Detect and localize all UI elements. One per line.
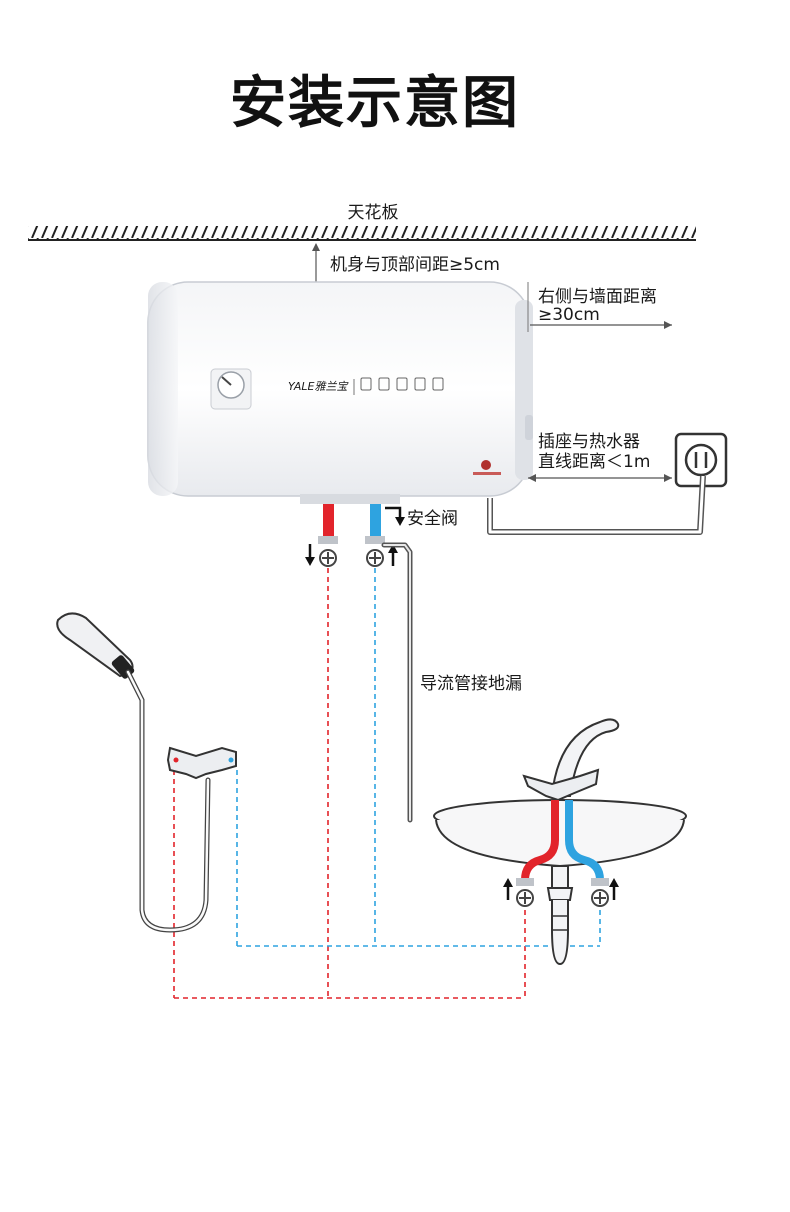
socket-label-1: 插座与热水器 (538, 432, 640, 452)
sink-drain-trap (546, 865, 574, 966)
wash-basin (433, 718, 687, 868)
sink-pipes (503, 800, 619, 907)
socket-label-2: 直线距离＜1m (538, 452, 650, 472)
control-buttons (360, 377, 444, 391)
brand-logo: YALE雅兰宝 (288, 380, 349, 393)
side-clearance-label-2: ≥30cm (538, 305, 600, 325)
shower-mixer-valve (166, 746, 237, 780)
temperature-dial (210, 368, 252, 410)
cold-water-lines (236, 568, 601, 947)
ceiling-label: 天花板 (348, 203, 399, 223)
socket-distance-marker: 插座与热水器 直线距离＜1m (528, 432, 672, 482)
shower-hose (125, 669, 211, 933)
indicator-light (481, 460, 491, 470)
side-clearance-label-1: 右侧与墙面距离 (538, 287, 657, 307)
side-clearance-marker: 右侧与墙面距离 ≥30cm (527, 282, 672, 332)
top-clearance-label: 机身与顶部间距≥5cm (330, 255, 500, 275)
shower-head (56, 612, 135, 679)
drain-label: 导流管接地漏 (420, 674, 522, 694)
safety-valve-label: 安全阀 (407, 509, 458, 529)
page-title: 安装示意图 (230, 71, 520, 136)
hot-water-lines (173, 568, 526, 999)
safety-valve: 安全阀 (385, 506, 458, 529)
power-cable (487, 475, 706, 535)
heater-pipes (305, 504, 398, 567)
drain-pipe (381, 542, 413, 823)
top-clearance-marker: 机身与顶部间距≥5cm (312, 243, 500, 283)
water-heater: YALE雅兰宝 (147, 281, 533, 504)
ceiling: 天花板 (28, 203, 696, 241)
